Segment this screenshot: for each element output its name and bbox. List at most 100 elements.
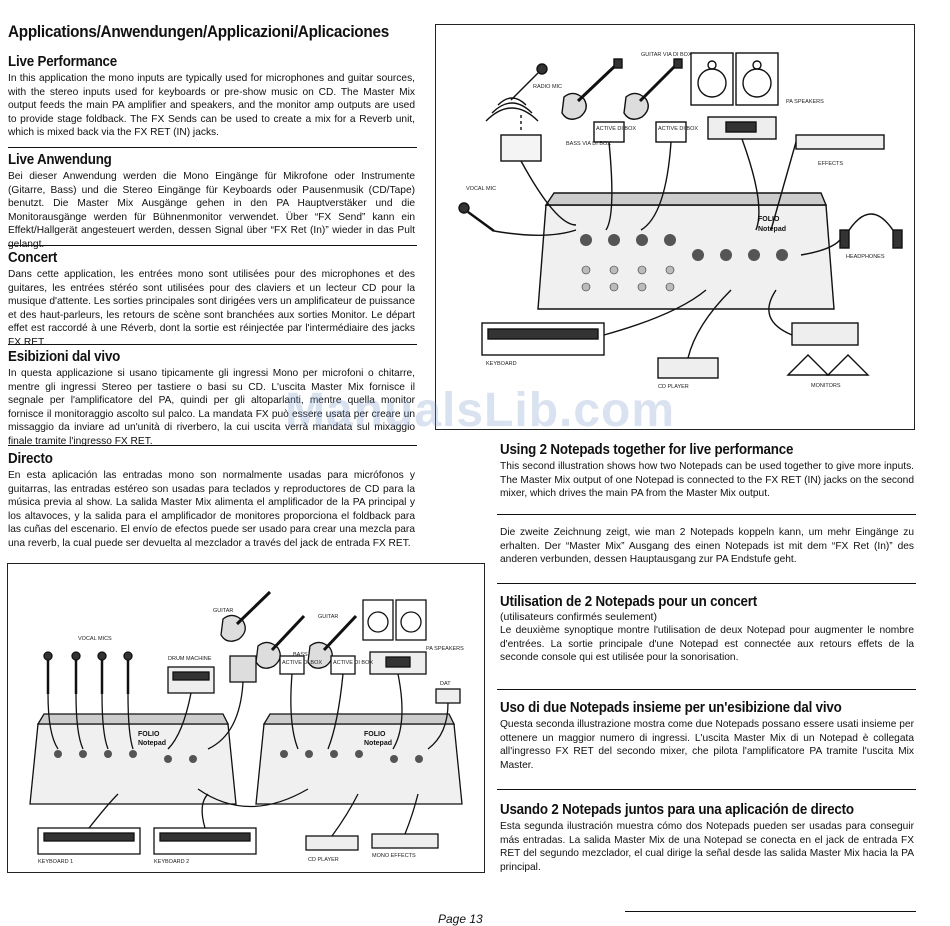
keyboard-icon — [481, 322, 605, 356]
section-heading: Esibizioni dal vivo — [8, 349, 121, 365]
label-brand-2: FOLIO — [364, 731, 386, 738]
page-number: Page 13 — [438, 912, 483, 926]
label-model: Notepad — [758, 226, 786, 233]
section-live-anwendung: Live Anwendung Bei dieser Anwendung werd… — [8, 152, 415, 252]
label-keyboard: KEYBOARD — [486, 361, 517, 367]
label-cd-player: CD PLAYER — [308, 857, 339, 863]
label-pa-speakers: PA SPEAKERS — [786, 99, 824, 105]
section-esibizioni: Esibizioni dal vivo In questa applicazio… — [8, 349, 415, 449]
pa-speakers-icon — [362, 599, 427, 675]
divider — [8, 147, 417, 148]
figure-live-setup: RADIO MIC GUITAR VIA DI BOX BASS VIA DI … — [435, 24, 915, 430]
section-body: Le deuxième synoptique montre l'utilisat… — [500, 625, 914, 664]
section-two-notepads-fr: Utilisation de 2 Notepads pour un concer… — [500, 594, 914, 665]
label-effects: EFFECTS — [818, 161, 843, 167]
amp-icon — [229, 655, 257, 683]
label-brand: FOLIO — [758, 216, 780, 223]
divider — [497, 583, 916, 584]
section-subheading: (utilisateurs confirmés seulement) — [500, 611, 657, 623]
label-monitors: MONITORS — [811, 383, 841, 389]
label-brand-1: FOLIO — [138, 731, 160, 738]
cd-player-icon — [657, 357, 719, 379]
effects-unit-icon — [795, 134, 885, 150]
monitors-icon — [786, 322, 870, 376]
section-heading: Usando 2 Notepads juntos para una aplica… — [500, 802, 854, 818]
label-drum-machine: DRUM MACHINE — [168, 656, 212, 662]
section-two-notepads-it: Uso di due Notepads insieme per un'esibi… — [500, 700, 914, 772]
divider — [497, 689, 916, 690]
label-headphones: HEADPHONES — [846, 254, 885, 260]
label-active-di-2: ACTIVE DI BOX — [333, 660, 373, 666]
drum-machine-icon — [167, 666, 215, 694]
section-body: Bei dieser Anwendung werden die Mono Ein… — [8, 171, 415, 250]
live-setup-illustration: RADIO MIC GUITAR VIA DI BOX BASS VIA DI … — [458, 52, 903, 390]
label-mono-effects: MONO EFFECTS — [372, 853, 416, 859]
label-model-2: Notepad — [364, 740, 392, 747]
divider — [8, 445, 417, 446]
active-di-box — [655, 121, 687, 143]
label-pa-speakers: PA SPEAKERS — [426, 646, 464, 652]
label-keyboard-1: KEYBOARD 1 — [38, 859, 73, 865]
section-live-performance: Live Performance In this application the… — [8, 54, 415, 140]
pa-speakers-icon — [690, 52, 779, 140]
divider — [8, 245, 417, 246]
notepad-mixer-icon — [537, 192, 835, 310]
label-radio-mic: RADIO MIC — [533, 84, 562, 90]
guitar-icon — [220, 590, 272, 642]
figure-two-notepads: GUITAR BASS GUITAR VOCAL MICS DRUM MACHI… — [7, 563, 485, 873]
notepad-mixer-1-icon — [29, 713, 237, 805]
section-body: Questa seconda illustrazione mostra come… — [500, 719, 914, 771]
divider — [497, 789, 916, 790]
label-vocal-mics: VOCAL MICS — [78, 636, 112, 642]
label-guitar-via-di: GUITAR VIA DI BOX — [641, 52, 692, 58]
section-heading: Live Performance — [8, 54, 118, 70]
two-notepads-illustration: GUITAR BASS GUITAR VOCAL MICS DRUM MACHI… — [29, 590, 464, 865]
vocal-mics-icon — [43, 651, 133, 694]
section-heading: Concert — [8, 250, 58, 266]
divider — [625, 911, 916, 912]
page-title: Applications/Anwendungen/Applicazioni/Ap… — [8, 22, 389, 41]
headphones-icon — [839, 213, 903, 249]
section-body: Esta segunda ilustración muestra cómo do… — [500, 821, 914, 873]
label-keyboard-2: KEYBOARD 2 — [154, 859, 189, 865]
vocal-mic-icon — [458, 202, 495, 233]
section-two-notepads-en: Using 2 Notepads together for live perfo… — [500, 442, 914, 501]
section-body: In questa applicazione si usano tipicame… — [8, 368, 415, 447]
section-body: En esta aplicación las entradas mono son… — [8, 470, 415, 549]
active-di-box — [593, 121, 625, 143]
section-heading: Live Anwendung — [8, 152, 112, 168]
section-directo: Directo En esta aplicación las entradas … — [8, 451, 415, 551]
label-active-di-1: ACTIVE DI BOX — [282, 660, 322, 666]
notepad-mixer-2-icon — [255, 713, 463, 805]
mono-effects-icon — [371, 833, 439, 849]
section-heading: Utilisation de 2 Notepads pour un concer… — [500, 594, 758, 610]
divider — [497, 514, 916, 515]
guitar-icon-2 — [307, 614, 358, 669]
divider — [8, 344, 417, 345]
watermark: ManualsLib.com — [285, 384, 676, 437]
section-heading: Using 2 Notepads together for live perfo… — [500, 442, 794, 458]
label-guitar-2: GUITAR — [318, 614, 338, 620]
section-heading: Directo — [8, 451, 53, 467]
dat-icon — [435, 688, 461, 704]
label-vocal-mic: VOCAL MIC — [466, 186, 496, 192]
radio-mic-icon — [485, 63, 548, 162]
bass-guitar-icon — [561, 58, 623, 120]
guitar-icon — [623, 58, 683, 120]
label-active-di-1: ACTIVE DI BOX — [596, 126, 636, 132]
section-body: Dans cette application, les entrées mono… — [8, 269, 415, 348]
label-active-di-2: ACTIVE DI BOX — [658, 126, 698, 132]
label-bass-via-di: BASS VIA DI BOX — [566, 141, 611, 147]
cd-player-icon — [305, 835, 359, 851]
section-body: This second illustration shows how two N… — [500, 461, 914, 500]
section-body: Die zweite Zeichnung zeigt, wie man 2 No… — [500, 527, 914, 566]
label-bass: BASS — [293, 652, 308, 658]
section-heading: Uso di due Notepads insieme per un'esibi… — [500, 700, 842, 716]
label-cd-player: CD PLAYER — [658, 384, 689, 390]
section-body: In this application the mono inputs are … — [8, 73, 415, 139]
section-concert: Concert Dans cette application, les entr… — [8, 250, 415, 350]
section-two-notepads-es: Usando 2 Notepads juntos para una aplica… — [500, 802, 914, 874]
section-two-notepads-de: Die zweite Zeichnung zeigt, wie man 2 No… — [500, 524, 914, 567]
label-model-1: Notepad — [138, 740, 166, 747]
label-dat: DAT — [440, 681, 451, 687]
